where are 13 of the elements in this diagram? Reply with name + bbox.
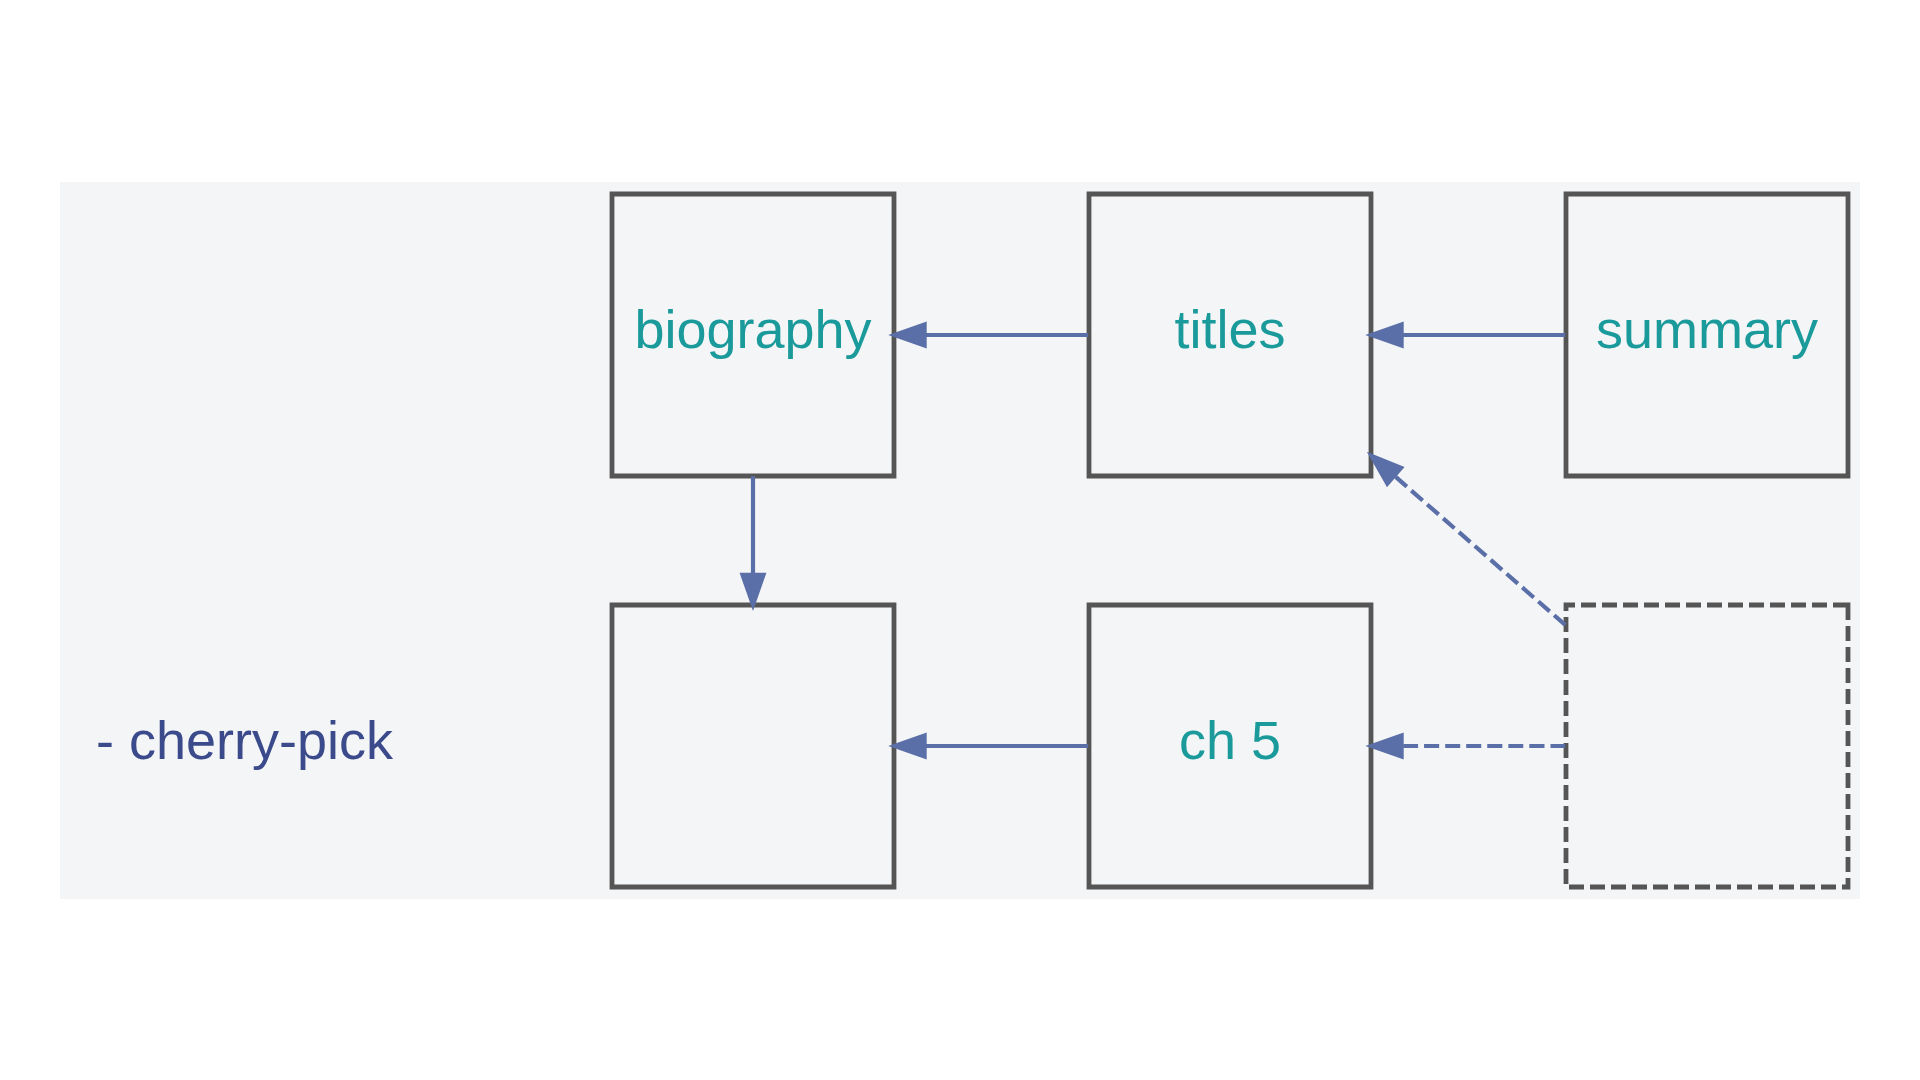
arrow bbox=[1365, 321, 1566, 348]
arrow bbox=[1366, 451, 1567, 626]
arrow bbox=[1365, 732, 1566, 759]
node-box: titles bbox=[1086, 191, 1374, 478]
node-box: ch 5 bbox=[1086, 602, 1374, 889]
arrow bbox=[888, 321, 1089, 348]
arrow bbox=[888, 732, 1089, 759]
arrow bbox=[739, 475, 767, 611]
node-box: summary bbox=[1563, 191, 1851, 478]
label: - cherry-pick bbox=[95, 709, 394, 770]
node-box: biography bbox=[609, 191, 897, 478]
node-box bbox=[609, 602, 897, 889]
node-box bbox=[1563, 602, 1851, 889]
